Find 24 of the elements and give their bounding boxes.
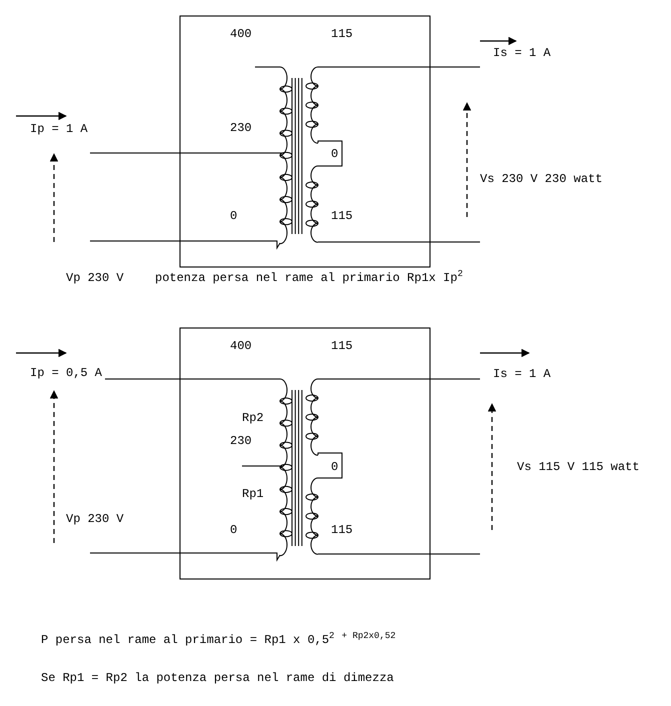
terminal-label: 0 (331, 460, 338, 474)
voltage-label: Vp 230 V (66, 271, 124, 285)
terminal-label: 0 (230, 523, 238, 537)
voltage-label: Vs 230 V 230 watt (480, 172, 602, 186)
winding-label: Rp2 (242, 411, 264, 425)
terminal-label: 115 (331, 339, 353, 353)
terminal-label: 115 (331, 523, 353, 537)
loss-note: potenza persa nel rame al primario Rp1x Ip$^{2}$ (155, 271, 463, 285)
voltage-label: Vp 230 V (66, 512, 124, 526)
terminal-label: 400 (230, 339, 252, 353)
winding-label: Rp1 (242, 487, 264, 501)
terminal-label: 230 (230, 434, 252, 448)
terminal-label: 230 (230, 121, 252, 135)
current-label: Is = 1 A (493, 367, 551, 381)
terminal-label: 115 (331, 209, 353, 223)
terminal-label: 0 (331, 147, 338, 161)
conclusion-note: Se Rp1 = Rp2 la potenza persa nel rame di dimezza (41, 671, 394, 685)
voltage-label: Vs 115 V 115 watt (517, 460, 640, 474)
terminal-label: 115 (331, 27, 353, 41)
current-label: Ip = 1 A (30, 122, 88, 136)
current-label: Ip = 0,5 A (30, 366, 102, 380)
current-label: Is = 1 A (493, 46, 551, 60)
terminal-label: 400 (230, 27, 252, 41)
terminal-label: 0 (230, 209, 238, 223)
